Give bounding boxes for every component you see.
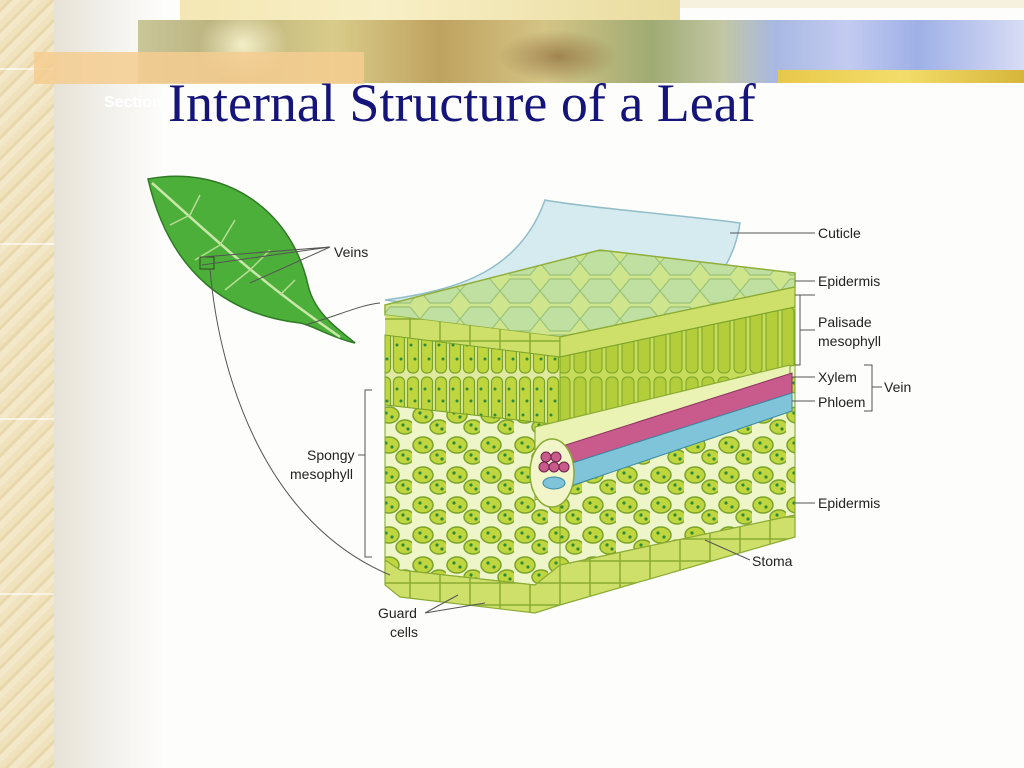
label-spongy-line2: mesophyll: [290, 466, 353, 482]
label-epidermis-upper: Epidermis: [818, 273, 880, 289]
label-cuticle: Cuticle: [818, 225, 861, 241]
leaf-icon: [147, 175, 356, 344]
vein-bundle: [529, 364, 793, 508]
background-fade: [54, 0, 164, 768]
label-epidermis-lower: Epidermis: [818, 495, 880, 511]
banner-top-strip-right: [680, 0, 1024, 8]
banner-top-strip: [180, 0, 680, 22]
label-guard-line2: cells: [390, 624, 418, 640]
label-phloem: Phloem: [818, 394, 865, 410]
leader-lines: [201, 232, 882, 614]
slide-title: Internal Structure of a Leaf: [168, 73, 756, 133]
leaf-structure-diagram: Veins Cuticle Epidermis Palisade mesophy…: [147, 175, 911, 640]
accent-bar: [34, 52, 364, 84]
label-spongy-line1: Spongy: [307, 447, 354, 463]
label-palisade-line1: Palisade: [818, 314, 872, 330]
upper-epidermis-front: [385, 315, 560, 357]
label-stoma: Stoma: [752, 553, 793, 569]
spongy-layer-front: [384, 404, 561, 586]
label-veins: Veins: [334, 244, 368, 260]
label-guard-line1: Guard: [378, 605, 417, 621]
label-vein: Vein: [884, 379, 911, 395]
label-xylem: Xylem: [818, 369, 857, 385]
decorative-banner: [138, 20, 1024, 83]
label-palisade-line2: mesophyll: [818, 333, 881, 349]
section-label: Section: [104, 94, 162, 111]
parchment-border: [0, 0, 54, 768]
lower-epidermis: [384, 514, 796, 614]
